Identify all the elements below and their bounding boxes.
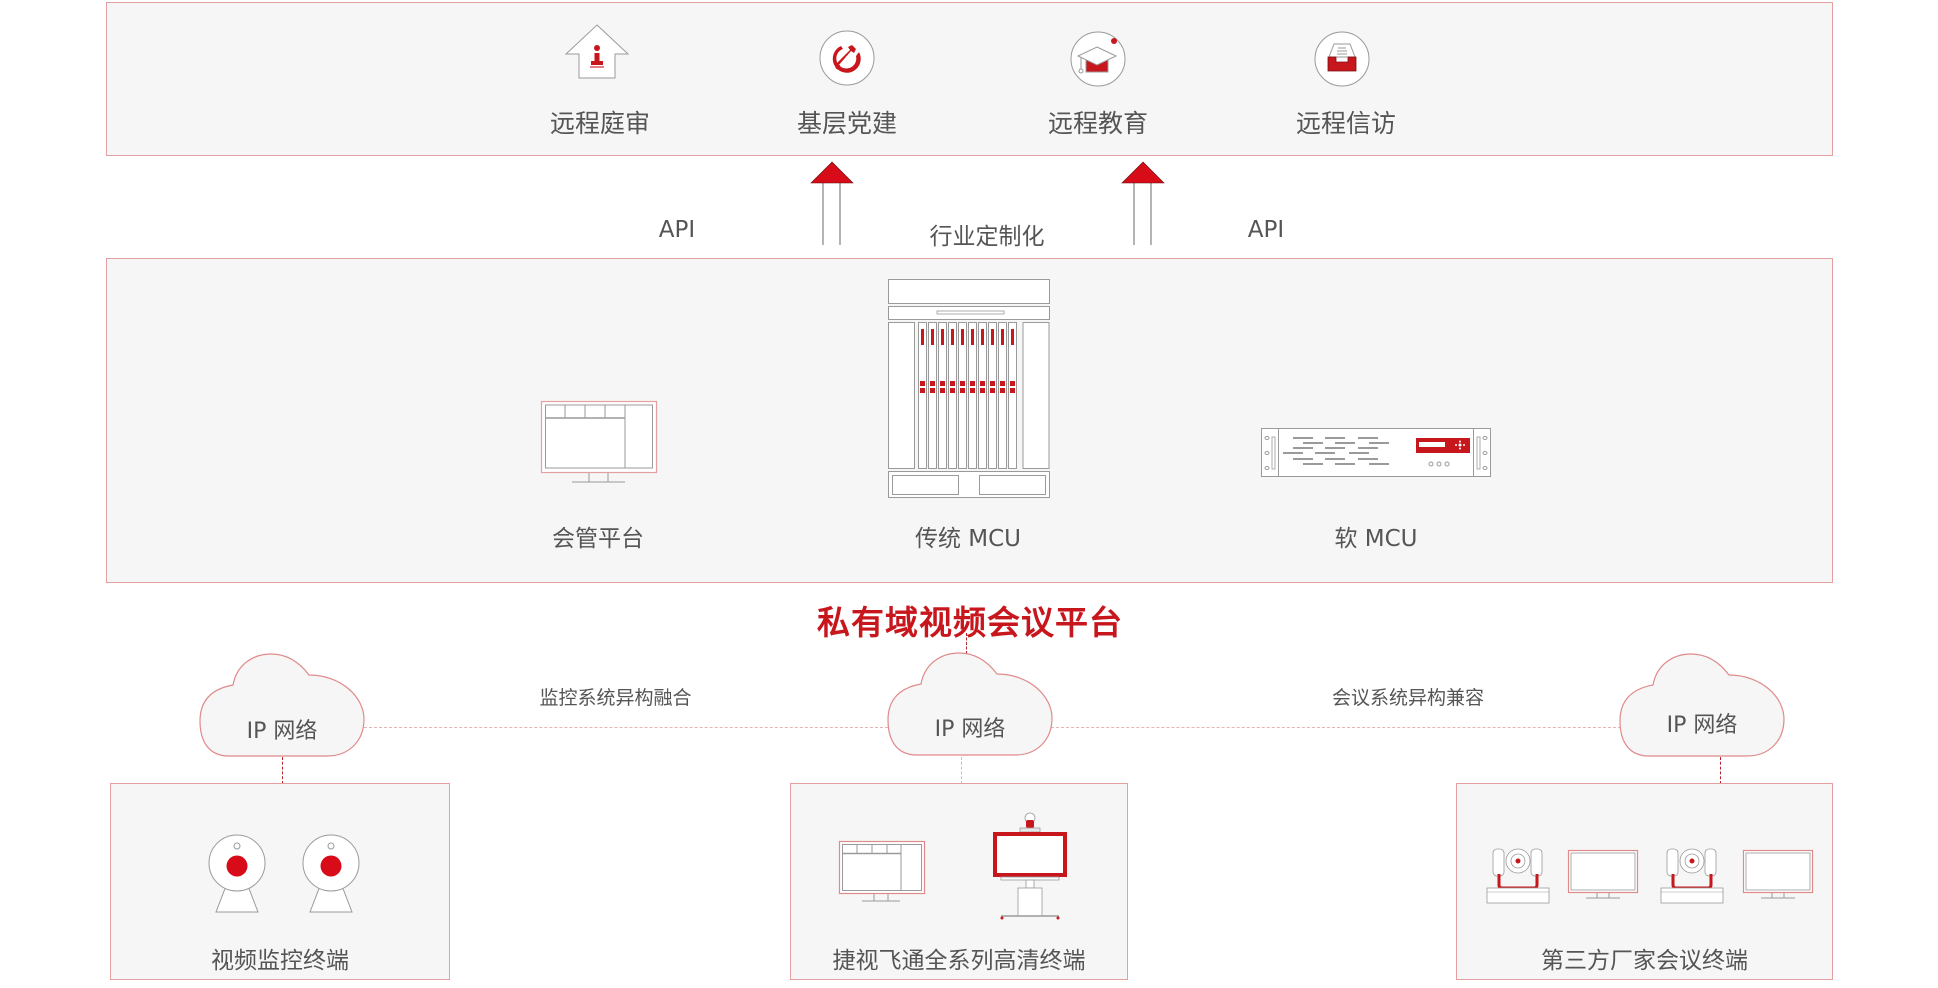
monitor-dashboard-icon: [838, 840, 926, 902]
mcu-chassis-icon: [888, 279, 1050, 498]
app-remote-petition[interactable]: 远程信访: [1266, 20, 1426, 150]
cloud-icon: [1619, 653, 1785, 757]
cloud-to-terminal-right: [1720, 757, 1721, 784]
link-label-conference: 会议系统异构兼容: [1331, 687, 1484, 709]
up-arrow-icon: [1121, 161, 1165, 245]
monitor-dashboard-icon: [540, 400, 658, 483]
cloud-to-terminal-left: [282, 757, 283, 784]
up-arrow-icon: [810, 161, 854, 245]
app-label: 基层党建: [796, 109, 897, 138]
component-management-platform[interactable]: 会管平台: [488, 395, 708, 555]
api-label-left: API: [658, 217, 696, 243]
surveillance-camera-icon: [208, 834, 266, 913]
app-label: 远程信访: [1295, 109, 1396, 138]
platform-to-cloud-line: [966, 633, 967, 654]
link-label-surveillance: 监控系统异构融合: [539, 687, 692, 709]
monitor-icon: [1742, 849, 1814, 899]
cloud-to-terminal-center: [961, 757, 962, 784]
cloud-icon: [887, 652, 1053, 756]
cloud-label: IP 网络: [934, 717, 1006, 742]
cloud-icon: [199, 653, 365, 757]
link-line-right: [1051, 727, 1621, 728]
terminal-group-label: 第三方厂家会议终端: [1541, 948, 1748, 974]
rack-server-icon: [1261, 428, 1491, 477]
party-emblem-icon: [819, 30, 875, 86]
app-label: 远程教育: [1047, 109, 1148, 138]
surveillance-camera-icon: [302, 834, 360, 913]
terminal-group-label: 视频监控终端: [211, 948, 349, 974]
api-label-right: API: [1247, 217, 1285, 243]
app-remote-court[interactable]: 远程庭审: [520, 20, 680, 150]
inbox-tray-icon: [1314, 31, 1370, 87]
platform-title: 私有域视频会议平台: [817, 603, 1123, 642]
court-house-icon: [564, 24, 630, 79]
mcu-card-slots: [918, 322, 1017, 469]
monitor-icon: [1567, 849, 1639, 899]
graduation-cap-icon: [1070, 31, 1126, 87]
cloud-label: IP 网络: [246, 719, 318, 744]
component-label: 会管平台: [552, 526, 644, 552]
app-label: 远程庭审: [549, 109, 650, 138]
terminal-group-surveillance[interactable]: 视频监控终端: [110, 783, 450, 980]
ip-network-cloud-center[interactable]: IP 网络: [887, 652, 1053, 757]
ip-network-cloud-left[interactable]: IP 网络: [199, 653, 365, 758]
ptz-camera-icon: [1660, 848, 1724, 904]
app-remote-education[interactable]: 远程教育: [1018, 20, 1178, 150]
terminal-group-third-party[interactable]: 第三方厂家会议终端: [1456, 783, 1833, 980]
industry-customization-label: 行业定制化: [929, 224, 1045, 250]
component-label: 软 MCU: [1334, 526, 1418, 552]
component-traditional-mcu[interactable]: 传统 MCU: [858, 278, 1078, 558]
ip-network-cloud-right[interactable]: IP 网络: [1619, 653, 1785, 758]
component-label: 传统 MCU: [914, 526, 1022, 552]
cloud-label: IP 网络: [1666, 713, 1738, 738]
ptz-camera-icon: [1486, 848, 1550, 904]
hd-terminal-icon: [993, 812, 1067, 920]
applications-panel: [106, 2, 1833, 156]
component-soft-mcu[interactable]: 软 MCU: [1261, 420, 1491, 560]
app-party-building[interactable]: 基层党建: [767, 20, 927, 150]
terminal-group-hd[interactable]: 捷视飞通全系列高清终端: [790, 783, 1128, 980]
link-line-left: [364, 727, 888, 728]
terminal-group-label: 捷视飞通全系列高清终端: [832, 948, 1086, 974]
